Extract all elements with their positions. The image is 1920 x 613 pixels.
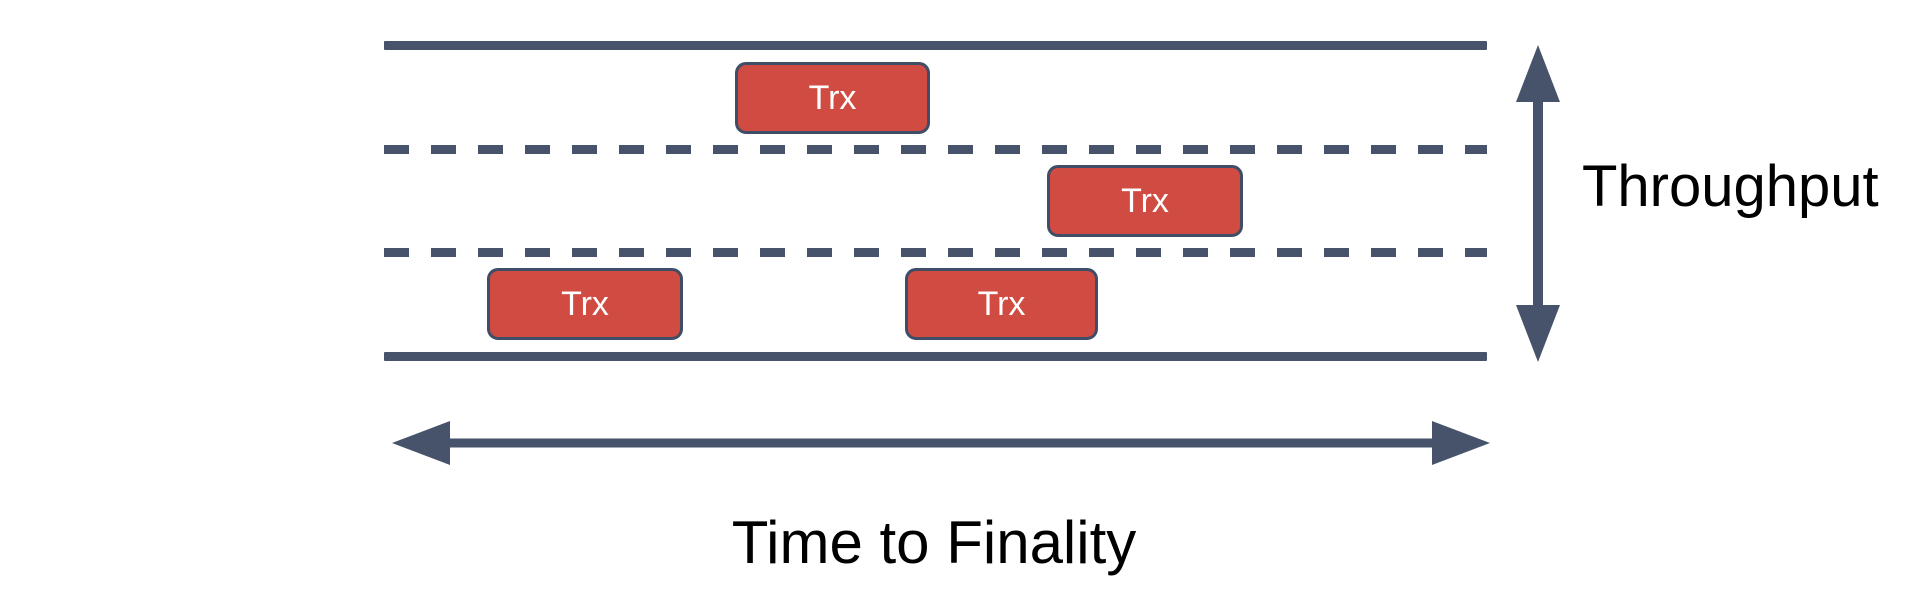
throughput-arrowhead-up-icon (1516, 45, 1560, 102)
throughput-axis-label: Throughput (1582, 154, 1879, 219)
road-bottom-edge-line (384, 352, 1487, 361)
time-axis-arrow-shaft (440, 438, 1442, 448)
trx-box-label: Trx (977, 285, 1026, 323)
trx-box-bottom-lane-right: Trx (905, 268, 1098, 340)
throughput-double-arrow-icon (1516, 45, 1560, 362)
trx-box-label: Trx (808, 79, 857, 117)
lane-divider-dashed-line-2 (384, 248, 1487, 257)
road-top-edge-line (384, 41, 1487, 50)
trx-box-label: Trx (561, 285, 609, 323)
time-to-finality-double-arrow-icon (392, 421, 1490, 465)
throughput-arrowhead-down-icon (1516, 305, 1560, 362)
trx-box-top-lane: Trx (735, 62, 930, 134)
trx-box-bottom-lane-left: Trx (487, 268, 683, 340)
lane-divider-dashed-line-1 (384, 145, 1487, 154)
time-axis-arrowhead-left-icon (392, 421, 450, 465)
trx-box-middle-lane: Trx (1047, 165, 1243, 237)
trx-box-label: Trx (1121, 182, 1169, 220)
time-axis-arrowhead-right-icon (1432, 421, 1490, 465)
throughput-arrow-shaft (1533, 92, 1543, 318)
time-to-finality-axis-label: Time to Finality (731, 509, 1137, 576)
